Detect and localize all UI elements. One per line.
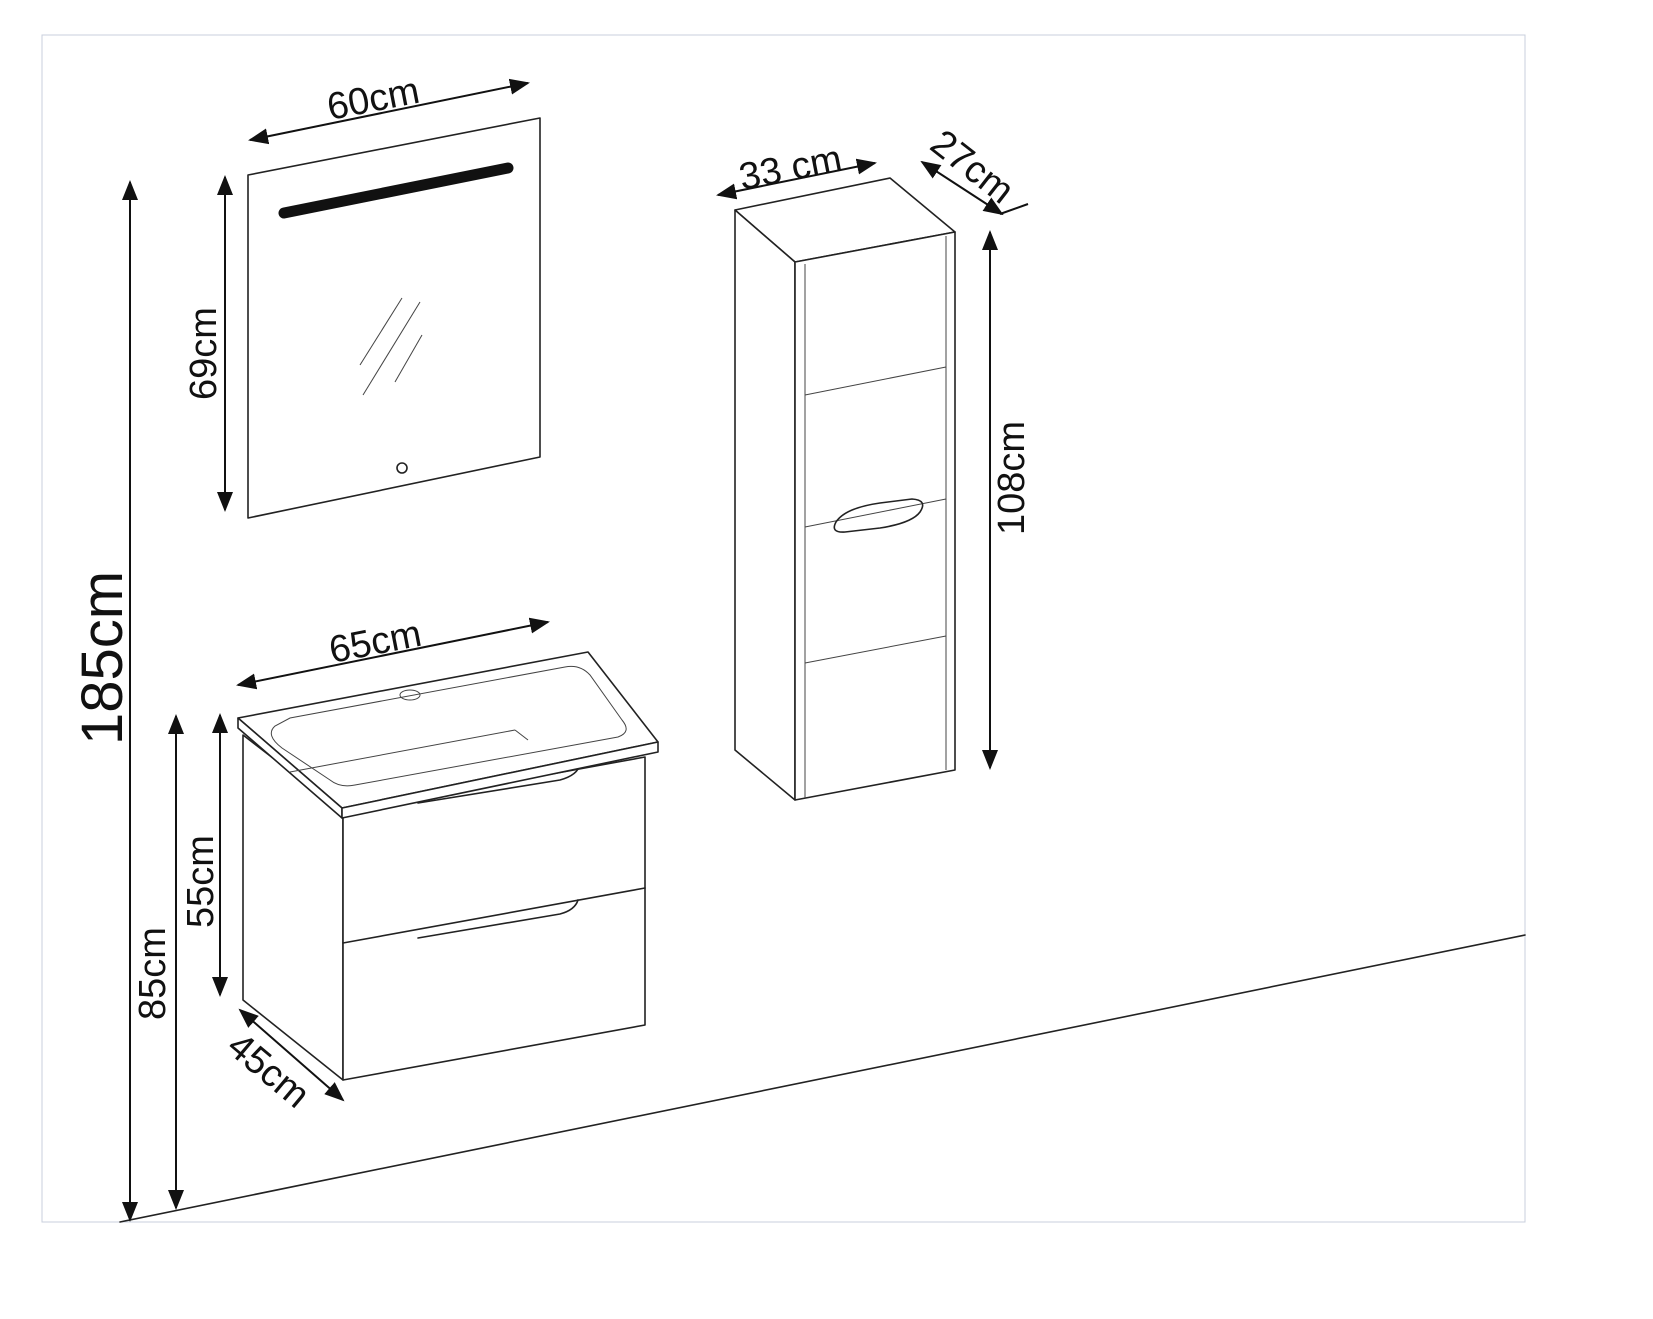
- mirror: [247, 117, 541, 519]
- tap-hole: [399, 689, 421, 701]
- led-light-bar: [278, 162, 514, 219]
- mirror-width-label: 60cm: [324, 70, 423, 129]
- mirror-width-arrow: [248, 78, 530, 145]
- vanity-unit: [237, 651, 659, 1081]
- mount-height-label: 85cm: [132, 927, 174, 1020]
- cabinet-depth-label: 27cm: [922, 122, 1021, 212]
- cabinet-width-arrow: [716, 158, 877, 200]
- cabinet-handle: [833, 498, 924, 533]
- floor-line: [119, 934, 1526, 1223]
- mirror-height-label: 69cm: [183, 307, 225, 400]
- vanity-width-arrow: [236, 617, 550, 690]
- touch-switch-icon: [396, 462, 408, 474]
- cabinet-depth-arrow: [920, 160, 1004, 216]
- overall-height-label: 185cm: [70, 571, 135, 745]
- cabinet-width-label: 33 cm: [736, 138, 846, 199]
- vanity-width-label: 65cm: [326, 613, 425, 672]
- frame-border: [41, 34, 1526, 1223]
- cabinet-height-label: 108cm: [991, 421, 1033, 535]
- vanity-height-label: 55cm: [180, 835, 222, 928]
- tall-cabinet: [734, 177, 956, 801]
- vanity-depth-arrow: [238, 1008, 345, 1102]
